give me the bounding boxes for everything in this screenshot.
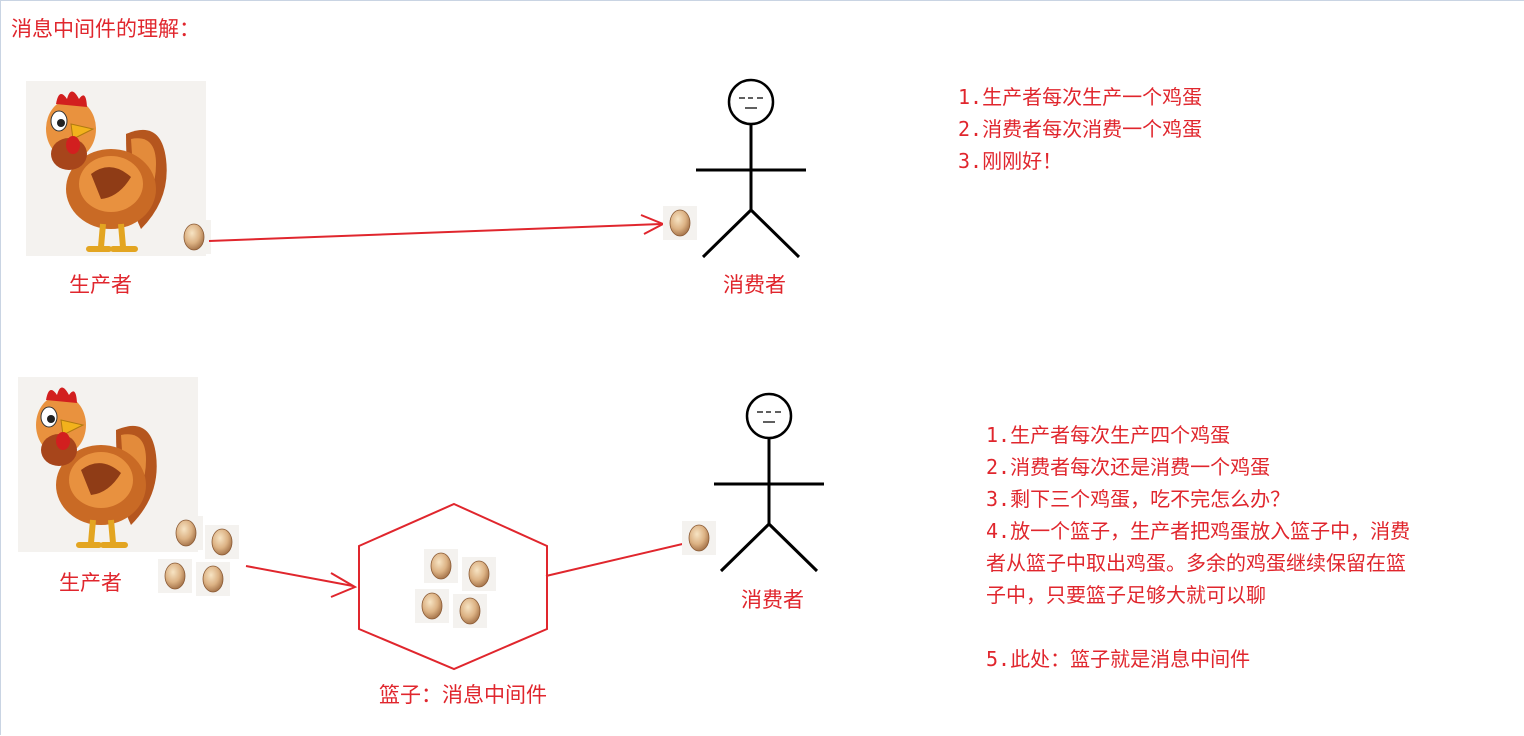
egg-icon xyxy=(662,205,698,241)
egg-icon xyxy=(176,219,212,255)
producer-label: 生产者 xyxy=(59,571,122,595)
scene1-notes: 1.生产者每次生产一个鸡蛋 2.消费者每次消费一个鸡蛋 3.刚刚好！ xyxy=(958,81,1202,177)
producer-label: 生产者 xyxy=(69,273,132,297)
note-line xyxy=(986,611,1410,643)
arrow-producer-to-basket xyxy=(245,565,354,587)
note-line: 1.生产者每次生产四个鸡蛋 xyxy=(986,423,1231,447)
note-line: 者从篮子中取出鸡蛋。多余的鸡蛋继续保留在篮 xyxy=(986,551,1406,575)
page-title: 消息中间件的理解： xyxy=(11,17,200,41)
arrow-producer-to-consumer xyxy=(208,223,662,242)
consumer-figure-2 xyxy=(712,392,826,573)
note-line: 2.消费者每次消费一个鸡蛋 xyxy=(958,117,1203,141)
consumer-label: 消费者 xyxy=(741,588,804,612)
note-line: 3.剩下三个鸡蛋，吃不完怎么办？ xyxy=(986,487,1291,511)
egg-icon xyxy=(168,515,204,551)
note-line: 2.消费者每次还是消费一个鸡蛋 xyxy=(986,455,1271,479)
consumer-label: 消费者 xyxy=(723,273,786,297)
note-line: 子中，只要篮子足够大就可以聊 xyxy=(986,583,1266,607)
egg-icon xyxy=(204,524,240,560)
egg-icon xyxy=(452,593,488,629)
egg-icon xyxy=(195,561,231,597)
note-line: 4.放一个篮子，生产者把鸡蛋放入篮子中，消费 xyxy=(986,519,1411,543)
arrowhead xyxy=(330,572,358,598)
note-line: 5.此处：篮子就是消息中间件 xyxy=(986,647,1251,671)
egg-icon xyxy=(681,520,717,556)
egg-icon xyxy=(157,558,193,594)
consumer-figure-1 xyxy=(694,78,808,259)
note-line: 3.刚刚好！ xyxy=(958,149,1063,173)
scene2-notes: 1.生产者每次生产四个鸡蛋 2.消费者每次还是消费一个鸡蛋 3.剩下三个鸡蛋，吃… xyxy=(986,419,1410,675)
note-line: 1.生产者每次生产一个鸡蛋 xyxy=(958,85,1203,109)
basket-hexagon xyxy=(358,502,548,671)
arrow-basket-to-consumer xyxy=(545,537,709,577)
egg-icon xyxy=(414,588,450,624)
basket-label: 篮子：消息中间件 xyxy=(379,683,547,707)
egg-icon xyxy=(461,556,497,592)
egg-icon xyxy=(423,548,459,584)
